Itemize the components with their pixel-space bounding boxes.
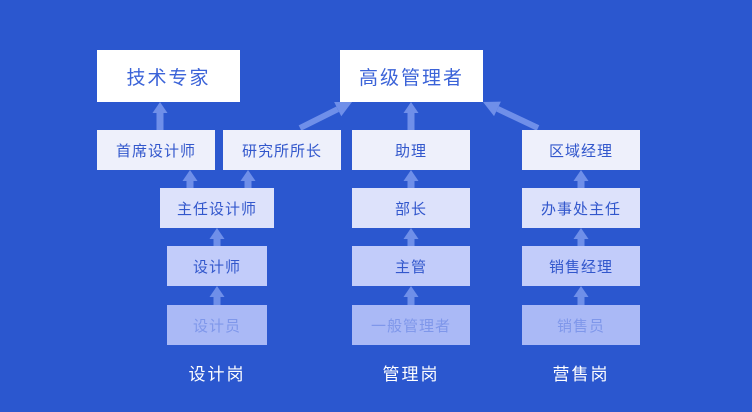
node-sales-tier4[interactable]: 销售员 — [522, 305, 640, 345]
column-label-design: 设计岗 — [188, 364, 246, 385]
arrow-design-1 — [209, 286, 225, 305]
arrow-research-1 — [240, 170, 256, 188]
node-design-tier3[interactable]: 设计师 — [167, 246, 267, 286]
node-management-tier3[interactable]: 主管 — [352, 246, 470, 286]
node-management-tier4[interactable]: 一般管理者 — [352, 305, 470, 345]
arrow-management-top — [403, 102, 419, 130]
node-design-tier2[interactable]: 主任设计师 — [160, 188, 274, 228]
node-management-tier2[interactable]: 部长 — [352, 188, 470, 228]
node-design-tier4[interactable]: 设计员 — [167, 305, 267, 345]
arrow-management-2 — [403, 228, 419, 246]
arrow-design-3 — [182, 170, 198, 188]
node-research-tier1[interactable]: 研究所所长 — [223, 130, 341, 170]
arrow-design-2 — [209, 228, 225, 246]
arrow-sales-top — [483, 101, 540, 131]
top-node-1[interactable]: 技术专家 — [97, 50, 240, 102]
arrow-sales-2 — [573, 228, 589, 246]
arrow-design-top — [152, 102, 168, 130]
arrow-research-top — [298, 102, 352, 131]
node-sales-tier2[interactable]: 办事处主任 — [522, 188, 640, 228]
node-sales-tier3[interactable]: 销售经理 — [522, 246, 640, 286]
column-label-sales: 营售岗 — [552, 364, 610, 385]
arrow-sales-3 — [573, 170, 589, 188]
column-label-management: 管理岗 — [382, 364, 440, 385]
arrow-sales-1 — [573, 286, 589, 305]
node-management-tier1[interactable]: 助理 — [352, 130, 470, 170]
node-design-tier1[interactable]: 首席设计师 — [97, 130, 215, 170]
arrow-management-1 — [403, 286, 419, 305]
arrow-management-3 — [403, 170, 419, 188]
top-node-2[interactable]: 高级管理者 — [340, 50, 483, 102]
node-sales-tier1[interactable]: 区域经理 — [522, 130, 640, 170]
